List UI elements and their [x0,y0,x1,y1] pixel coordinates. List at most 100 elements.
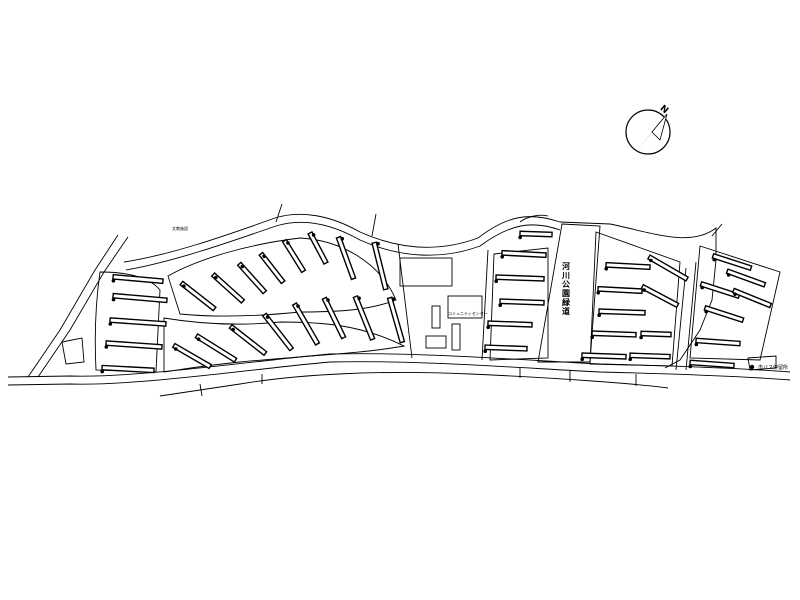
entrance-marker [590,335,594,340]
east-vertical-road-2 [685,261,697,371]
apartment-building [101,364,155,374]
apartment-building [640,283,680,309]
apartment-building [646,254,690,282]
apartment-building [591,330,637,338]
block-loop-east-2 [589,231,681,367]
south-stub-1 [199,383,203,397]
apartment-building [484,344,528,352]
entrance-marker [704,309,708,314]
apartment-building [258,251,286,285]
entrance-marker [240,264,245,269]
cross-street-1 [275,203,283,223]
civic-building-3 [451,323,461,351]
apartment-building [495,274,545,282]
apartment-building [335,235,357,281]
apartment-building [581,352,627,360]
apartment-building [487,320,533,328]
bus-stop-label: 市バス停留所 [758,364,788,371]
block-loop-middle [167,237,397,317]
entrance-marker [486,325,491,330]
cross-street-2 [371,213,377,237]
entrance-marker [357,296,361,301]
apartment-building [386,296,406,344]
entrance-marker [500,254,505,259]
apartment-building [194,332,238,364]
block-loop-east-3 [689,245,781,361]
central-park-label: 河川公園緑道 [561,261,571,316]
entrance-marker [111,297,116,302]
entrance-marker [214,275,218,280]
apartment-building [236,261,268,295]
entrance-marker [174,347,178,351]
apartment-building [307,231,329,265]
central-road-2 [481,249,489,361]
entrance-marker [726,273,731,277]
apartment-building [640,330,672,338]
apartment-building [629,352,671,360]
entrance-marker [391,297,396,301]
entrance-marker [483,349,488,354]
entrance-marker [231,327,235,332]
civic-building-1 [447,295,483,319]
entrance-marker [700,285,704,290]
apartment-building [171,342,213,370]
entrance-marker [597,313,601,318]
apartment-building [352,294,376,342]
block-loop-middle-south [163,317,406,373]
west-diagonal-road [27,234,119,378]
apartment-building [519,230,553,238]
entrance-marker [712,257,716,262]
entrance-marker [580,357,584,362]
entrance-marker [518,235,522,240]
apartment-building [699,280,741,300]
apartment-building [689,359,735,369]
site-boundary-north [123,213,717,369]
cross-street-3 [519,214,549,223]
entrance-marker [111,279,116,283]
apartment-building [228,323,268,357]
entrance-marker [326,298,330,302]
entrance-marker [286,241,290,245]
bus-stop-area [747,355,777,371]
central-park [537,223,601,363]
entrance-marker [596,291,600,295]
main-avenue-south-edge [7,361,791,386]
entrance-marker [100,369,104,374]
entrance-marker [694,342,699,347]
apartment-building [597,285,643,295]
west-diagonal-road-inner [37,236,129,378]
entrance-marker [311,233,316,237]
civic-building-5 [399,257,453,287]
apartment-building [210,271,246,305]
apartment-building [731,287,773,309]
west-parking-lot [61,337,85,365]
civic-building-4 [425,335,447,349]
apartment-building [711,252,753,272]
entrance-marker [196,337,201,342]
north-arrow-icon: N [625,104,671,155]
entrance-marker [265,315,270,319]
apartment-building [109,317,167,327]
apartment-buildings [101,230,773,374]
apartment-building [703,304,745,324]
apartment-building [281,238,307,274]
bus-stop-icon [749,364,755,370]
entrance-marker [733,292,737,297]
entrance-marker [494,279,499,284]
apartment-building [291,302,321,346]
civic-building-2 [431,305,441,329]
apartment-building [695,337,741,347]
entrance-marker [642,288,646,292]
entrance-marker [296,304,300,308]
apartment-building [725,268,767,288]
apartment-building [321,296,347,340]
building-entrance-markers [100,233,737,374]
apartment-building [501,249,547,259]
apartment-building [112,273,164,285]
apartment-building [261,312,295,352]
entrance-marker [262,254,266,259]
east-diagonal-road [711,223,723,237]
south-service-road [159,372,669,397]
